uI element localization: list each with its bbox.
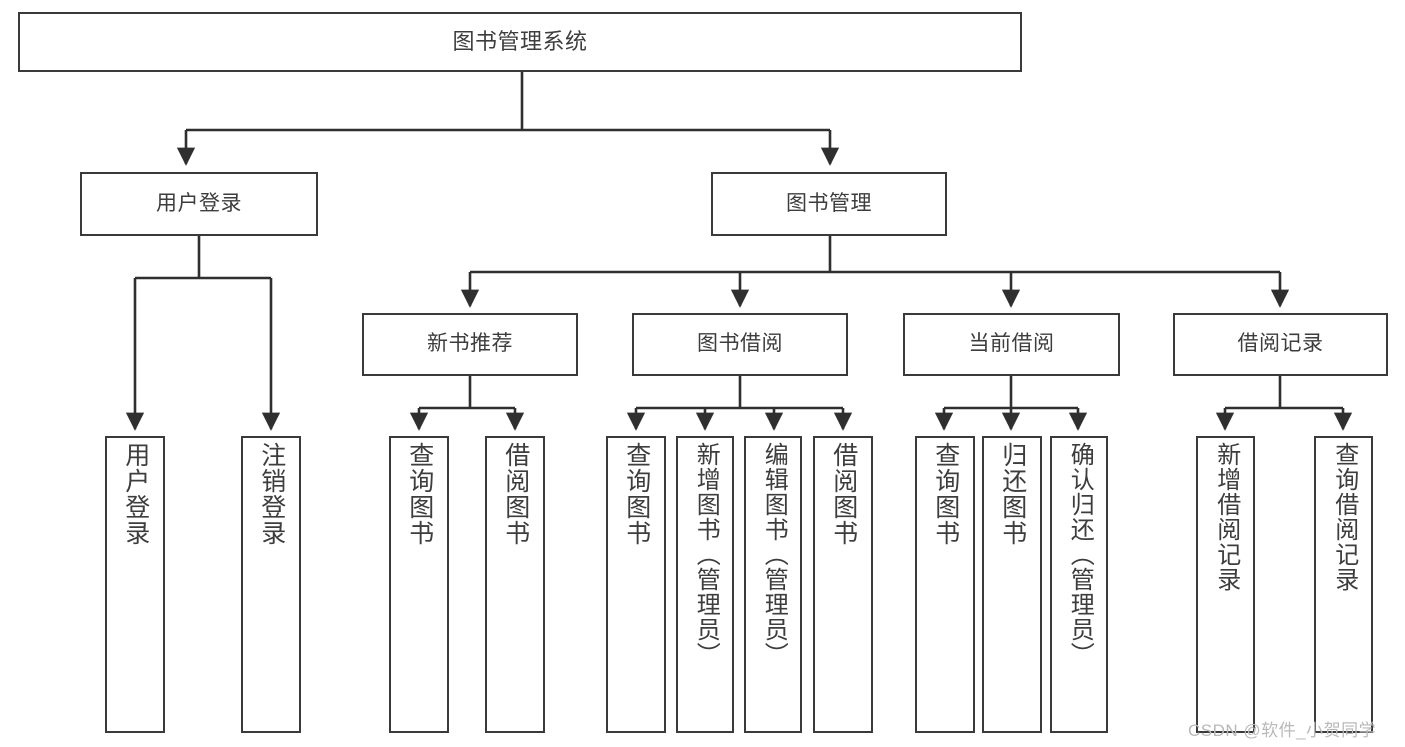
node-root-book-management-system[interactable]: 图书管理系统: [18, 12, 1022, 72]
leaf-borrow-book-recommend[interactable]: 借阅图书: [485, 436, 545, 733]
leaf-query-borrow-record[interactable]: 查询借阅记录: [1314, 436, 1373, 733]
csdn-watermark: CSDN @软件_小贺同学: [1188, 721, 1377, 740]
node-label: 当前借阅: [968, 332, 1055, 356]
node-label: 借阅图书: [501, 442, 530, 546]
leaf-user-login[interactable]: 用户登录: [105, 436, 165, 733]
node-current-borrow[interactable]: 当前借阅: [903, 313, 1120, 376]
node-label: 借阅图书: [829, 442, 858, 546]
leaf-query-book-current[interactable]: 查询图书: [915, 436, 975, 733]
leaf-return-book[interactable]: 归还图书: [982, 436, 1042, 733]
node-label: 新增图书（管理员）: [692, 442, 720, 667]
leaf-add-book-admin[interactable]: 新增图书（管理员）: [676, 436, 734, 733]
leaf-logout[interactable]: 注销登录: [241, 436, 301, 733]
node-label: 图书管理: [786, 191, 872, 215]
leaf-query-book-recommend[interactable]: 查询图书: [389, 436, 449, 733]
node-label: 用户登录: [121, 442, 150, 546]
leaf-add-borrow-record[interactable]: 新增借阅记录: [1196, 436, 1255, 733]
node-borrow-record[interactable]: 借阅记录: [1173, 313, 1388, 376]
node-label: 查询图书: [931, 442, 960, 546]
node-label: 归还图书: [998, 442, 1027, 546]
leaf-edit-book-admin[interactable]: 编辑图书（管理员）: [744, 436, 802, 733]
node-label: 新书推荐: [427, 332, 513, 356]
node-label: 借阅记录: [1237, 332, 1324, 356]
node-label: 确认归还（管理员）: [1066, 442, 1094, 667]
node-label: 图书借阅: [697, 332, 783, 356]
node-label: 查询借阅记录: [1330, 442, 1358, 592]
node-new-book-recommend[interactable]: 新书推荐: [362, 313, 578, 376]
leaf-confirm-return-admin[interactable]: 确认归还（管理员）: [1050, 436, 1108, 733]
node-book-management[interactable]: 图书管理: [711, 172, 947, 236]
leaf-borrow-book[interactable]: 借阅图书: [813, 436, 873, 733]
leaf-query-book-borrow[interactable]: 查询图书: [606, 436, 666, 733]
node-label: 编辑图书（管理员）: [760, 442, 788, 667]
node-label: 查询图书: [405, 442, 434, 546]
node-label: 注销登录: [257, 442, 286, 546]
node-label: 新增借阅记录: [1212, 442, 1240, 592]
node-user-login[interactable]: 用户登录: [80, 172, 318, 236]
node-book-borrow[interactable]: 图书借阅: [632, 313, 848, 376]
node-label: 用户登录: [156, 191, 242, 215]
node-label: 图书管理系统: [452, 29, 588, 55]
node-label: 查询图书: [622, 442, 651, 546]
